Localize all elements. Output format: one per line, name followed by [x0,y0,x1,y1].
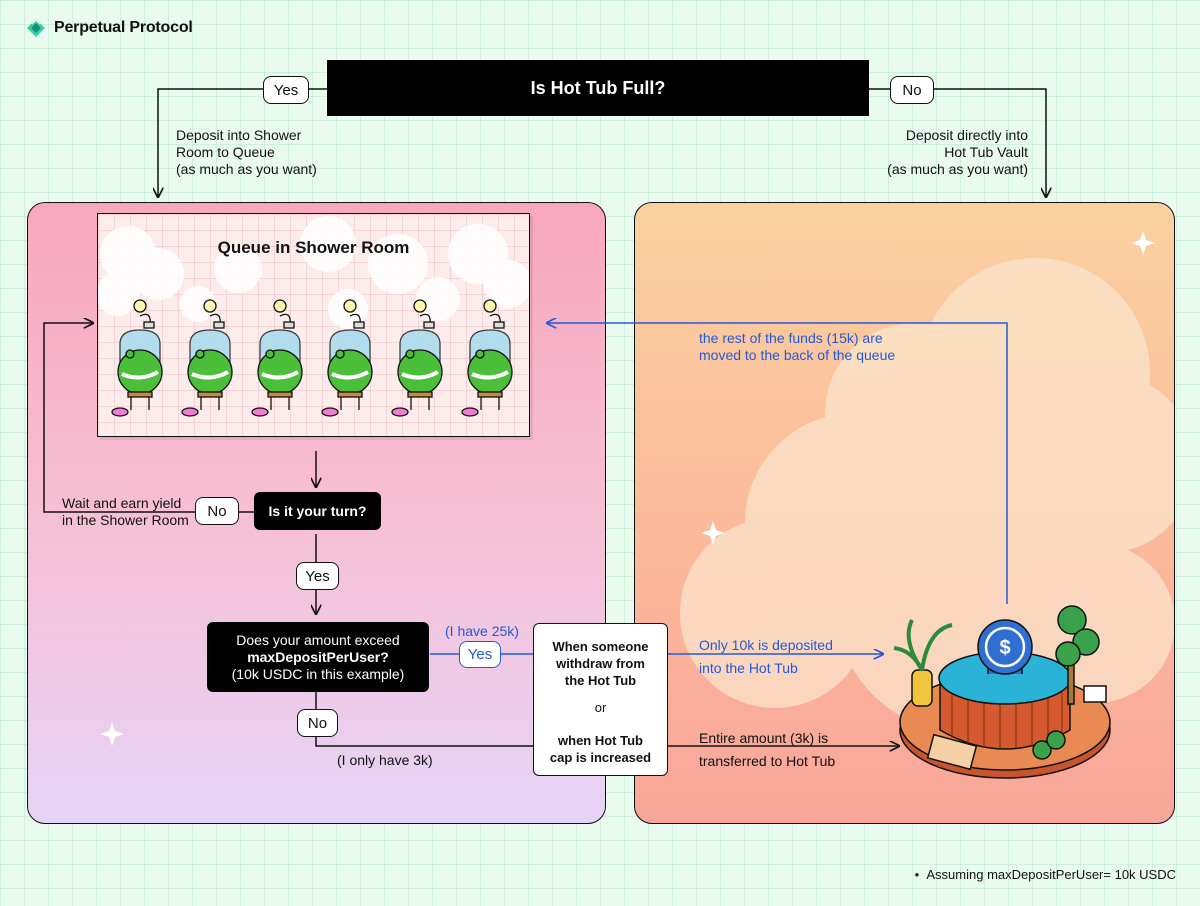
hot-tub-illustration: $ [893,605,1111,779]
logo-icon [27,19,45,37]
shower-frog-illustration [111,298,514,418]
brand-logo[interactable]: Perpetual Protocol [26,18,193,38]
sparkle-icon [100,722,124,746]
top-no-label: No [890,76,934,104]
your-turn-question: Is it your turn? [254,492,381,530]
turn-yes-label: Yes [296,562,339,590]
brand-name: Perpetual Protocol [54,19,193,36]
shower-room-illustration: Queue in Shower Room [97,213,530,437]
vault-deposit-note: Deposit directly into Hot Tub Vault (as … [887,127,1028,177]
rest-of-funds-note: the rest of the funds (15k) are moved to… [699,330,896,363]
hot-tub-full-question: Is Hot Tub Full? [327,60,869,116]
wait-earn-note: Wait and earn yield in the Shower Room [62,495,189,528]
usdc-icon: $ [999,637,1010,659]
entire-amount-note: Entire amount (3k) is transferred to Hot… [699,730,836,769]
have-25k-note: (I have 25k) [445,623,519,639]
top-yes-label: Yes [263,76,309,104]
shower-deposit-note: Deposit into Shower Room to Queue (as mu… [176,127,317,177]
steam-clouds [98,216,529,329]
shower-title: Queue in Shower Room [217,238,410,257]
turn-no-label: No [195,497,239,525]
exceed-yes-label: Yes [459,641,501,668]
have-3k-note: (I only have 3k) [337,752,433,768]
exceed-max-deposit-question: Does your amount exceed maxDepositPerUse… [207,622,429,692]
sparkle-icon [701,231,1155,545]
only-10k-deposited-note: Only 10k is deposited into the Hot Tub [699,637,833,676]
footnote: • Assuming maxDepositPerUser= 10k USDC [914,867,1176,882]
withdraw-condition-box: When someone withdraw from the Hot Tub o… [533,623,668,776]
exceed-no-label: No [297,709,338,737]
